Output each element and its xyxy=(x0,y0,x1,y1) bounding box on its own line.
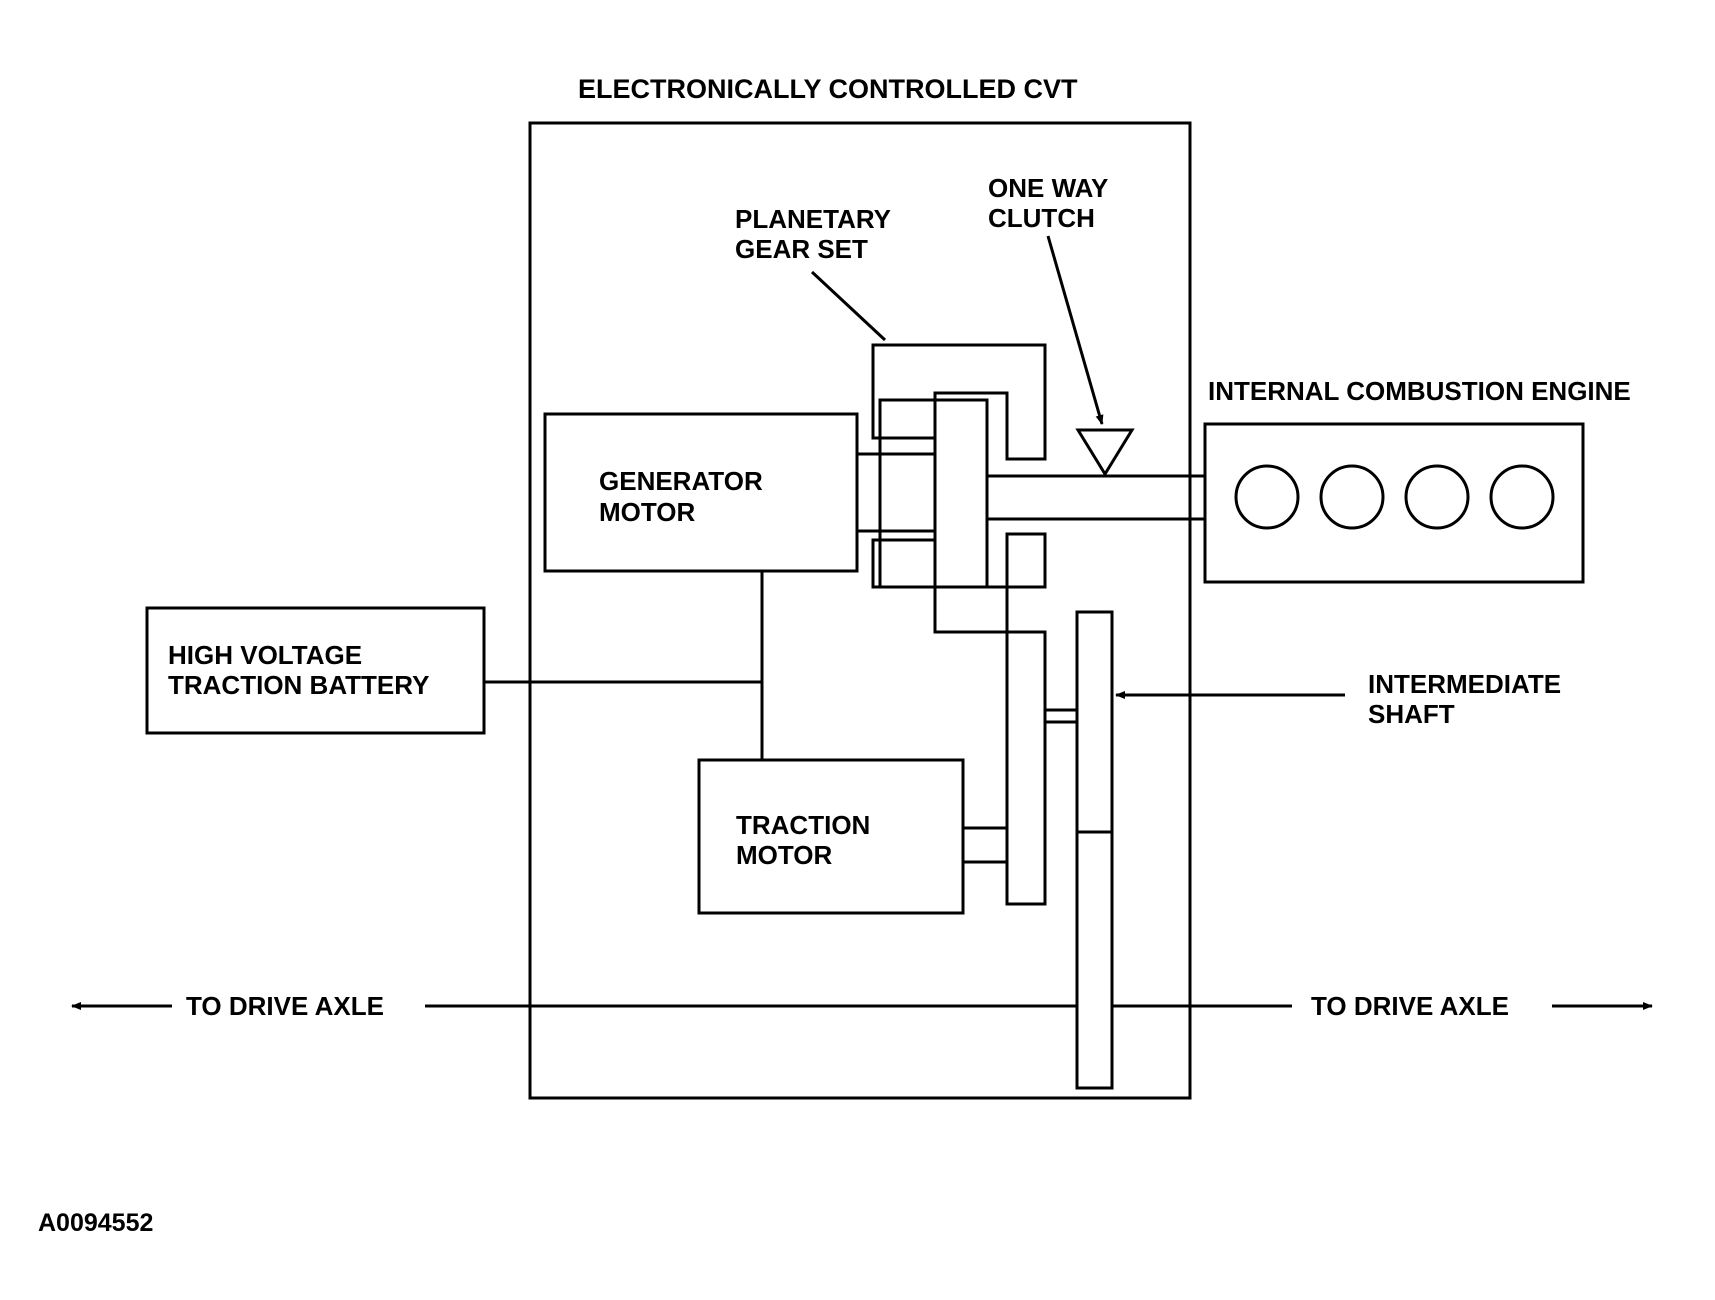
planetary-label-1: PLANETARY xyxy=(735,204,891,234)
planetary-gear-set-lower xyxy=(871,532,1047,634)
planetary-leader-line xyxy=(810,270,887,342)
traction-motor-label-1: TRACTION xyxy=(736,810,870,840)
clutch-label-1: ONE WAY xyxy=(988,173,1108,203)
intermediate-shaft-label-2: SHAFT xyxy=(1368,699,1455,729)
traction-motor-label-2: MOTOR xyxy=(736,840,833,870)
battery-label-1: HIGH VOLTAGE xyxy=(168,640,362,670)
figure-id: A0094552 xyxy=(38,1209,153,1237)
cvt-enclosure xyxy=(528,121,1192,1100)
generator-motor-label-1: GENERATOR xyxy=(599,466,763,496)
engine-cylinder-2 xyxy=(1319,464,1385,530)
generator-motor-label-2: MOTOR xyxy=(599,497,696,527)
engine-label: INTERNAL COMBUSTION ENGINE xyxy=(1208,376,1631,406)
drive-axle-right-label: TO DRIVE AXLE xyxy=(1311,991,1509,1021)
engine-cylinder-4 xyxy=(1489,464,1555,530)
planetary-gear-set xyxy=(871,343,1047,461)
battery-label-2: TRACTION BATTERY xyxy=(168,670,429,700)
drive-axle-left-label: TO DRIVE AXLE xyxy=(186,991,384,1021)
one-way-clutch-icon xyxy=(1075,428,1135,477)
traction-motor-box xyxy=(697,758,965,915)
engine-cylinder-3 xyxy=(1404,464,1470,530)
planetary-label-2: GEAR SET xyxy=(735,234,868,264)
intermediate-shaft-label-1: INTERMEDIATE xyxy=(1368,669,1561,699)
battery-box xyxy=(145,606,486,735)
engine-box xyxy=(1203,422,1585,584)
intermediate-gear xyxy=(1075,610,1114,1090)
output-gear xyxy=(1005,630,1047,906)
clutch-label-2: CLUTCH xyxy=(988,203,1095,233)
generator-motor-box xyxy=(543,412,859,573)
clutch-leader-line xyxy=(1046,235,1104,425)
diagram-title: ELECTRONICALLY CONTROLLED CVT xyxy=(578,74,1078,104)
engine-cylinder-1 xyxy=(1234,464,1300,530)
